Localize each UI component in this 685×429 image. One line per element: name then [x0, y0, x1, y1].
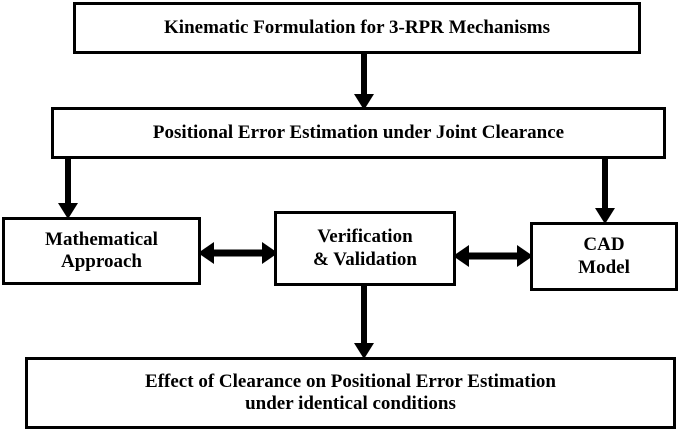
- connector-positional-to-cad: [589, 155, 621, 226]
- connector-math-to-verification: [198, 238, 278, 268]
- connector-kinematic-to-positional: [348, 50, 380, 112]
- node-positional-error-estimation: Positional Error Estimation under Joint …: [51, 107, 666, 159]
- connector-verification-to-cad: [453, 241, 533, 271]
- node-cad-model: CAD Model: [530, 222, 678, 291]
- node-positional-error-estimation-label: Positional Error Estimation under Joint …: [152, 121, 565, 143]
- connector-verification-to-effect: [348, 283, 380, 361]
- node-effect-of-clearance-label: Effect of Clearance on Positional Error …: [145, 370, 556, 414]
- node-kinematic-formulation-label: Kinematic Formulation for 3-RPR Mechanis…: [164, 16, 550, 38]
- node-verification-validation: Verification & Validation: [274, 211, 456, 286]
- node-effect-of-clearance: Effect of Clearance on Positional Error …: [25, 357, 676, 429]
- node-mathematical-approach: Mathematical Approach: [2, 217, 201, 285]
- node-kinematic-formulation: Kinematic Formulation for 3-RPR Mechanis…: [73, 2, 641, 54]
- connector-positional-to-math: [52, 155, 84, 221]
- node-cad-model-label: CAD Model: [578, 234, 630, 278]
- node-verification-validation-label: Verification & Validation: [312, 226, 417, 270]
- node-mathematical-approach-label: Mathematical Approach: [45, 228, 158, 272]
